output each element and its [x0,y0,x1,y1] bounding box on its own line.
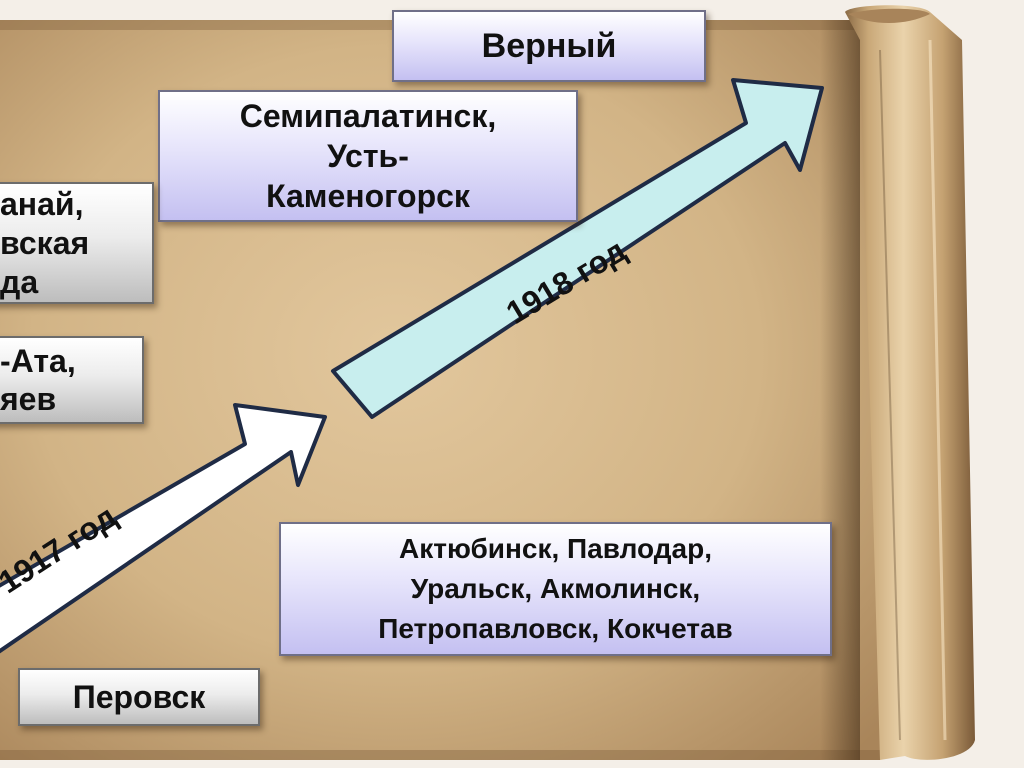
box-aktyubinsk-group: Актюбинск, Павлодар, Уральск, Акмолинск,… [279,522,832,656]
box-aktyubinsk-line-1: Актюбинск, Павлодар, [399,533,712,564]
box-semipalatinsk-line-1: Семипалатинск, [239,98,497,134]
box-kustanai-partial: анай, вская да [0,182,154,304]
box-semipalatinsk-line-3: Каменогорск [266,178,470,214]
box-perovsk: Перовск [18,668,260,726]
box-perovsk-label: Перовск [72,678,206,715]
box-kustanai-line-1: анай, [0,185,84,222]
box-verny: Верный [392,10,706,82]
box-kustanai-line-2: вская [0,224,90,261]
box-aulie-ata-partial: -Ата, яев [0,336,144,424]
box-kustanai-line-3: да [0,263,39,300]
box-verny-label: Верный [481,26,617,65]
box-aulie-ata-line-1: -Ата, [0,343,76,379]
box-aktyubinsk-line-3: Петропавловск, Кокчетав [378,613,733,644]
box-aulie-ata-line-2: яев [0,381,57,417]
box-aktyubinsk-line-2: Уральск, Акмолинск, [410,573,701,604]
box-semipalatinsk: Семипалатинск, Усть- Каменогорск [158,90,578,222]
box-semipalatinsk-line-2: Усть- [327,138,409,174]
